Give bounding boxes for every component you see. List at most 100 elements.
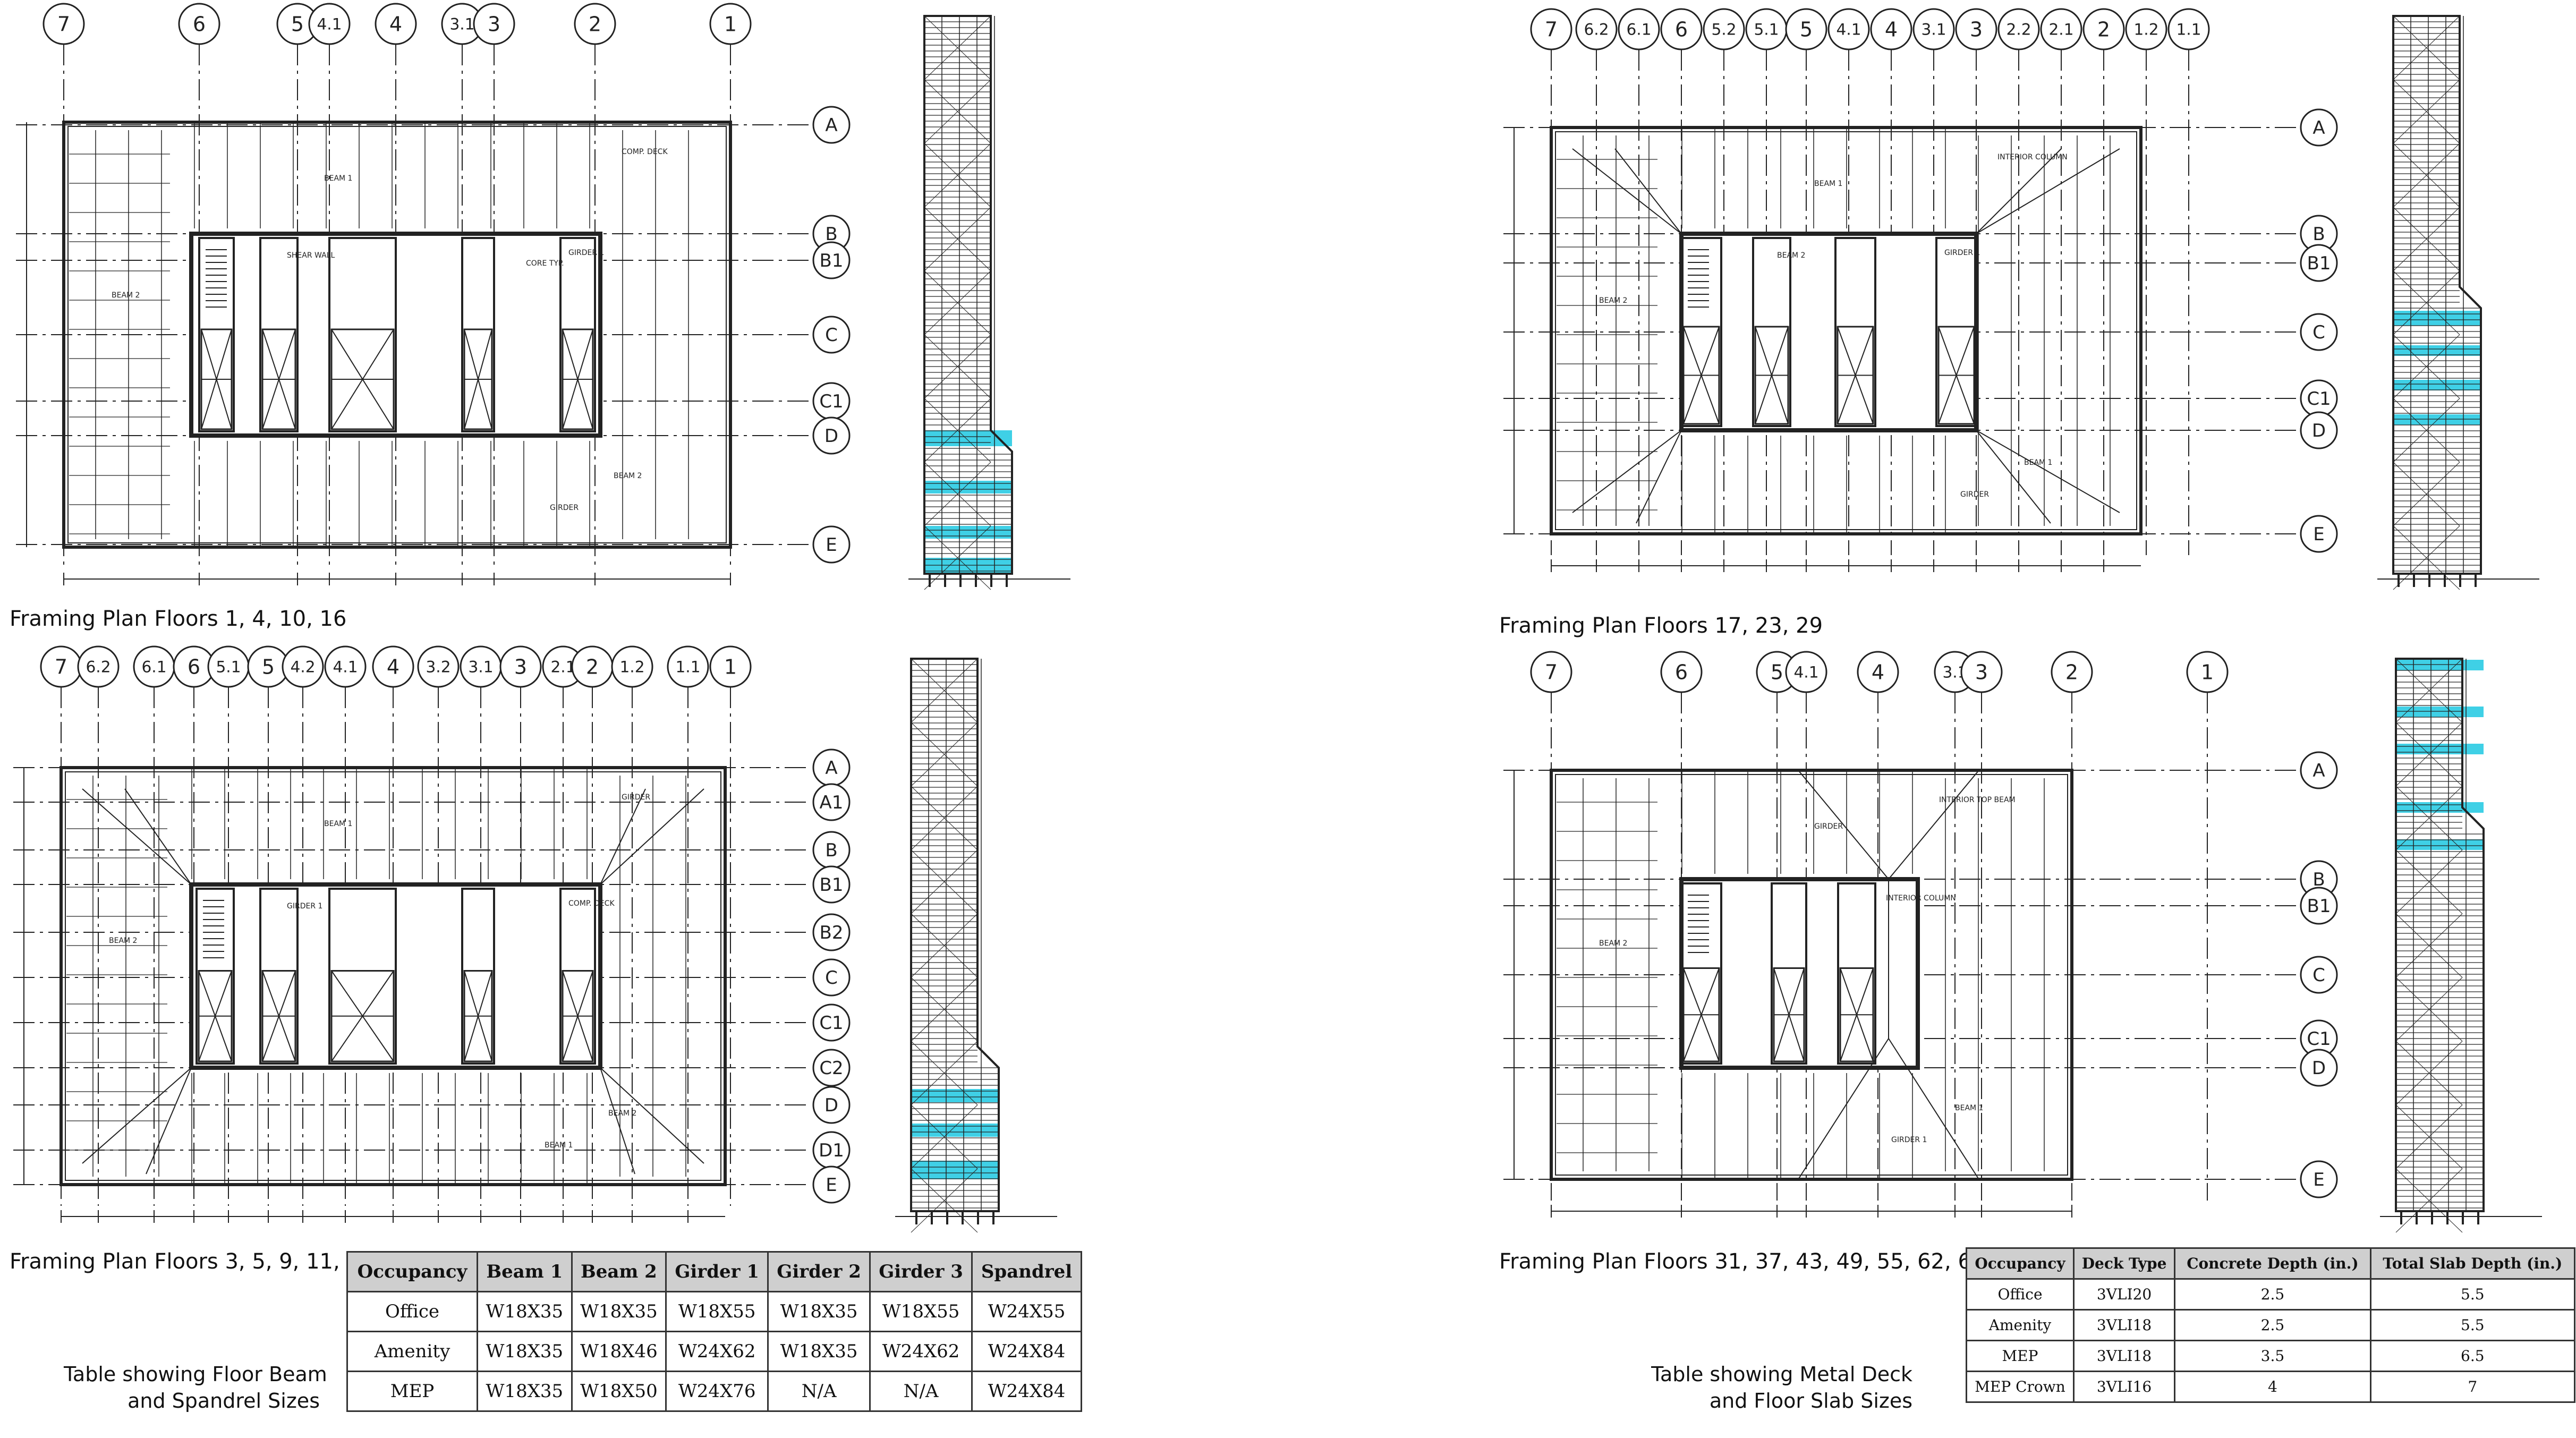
tower-brace [911, 786, 978, 850]
row-gridline-bubble [812, 106, 851, 144]
tower-brace [2393, 462, 2460, 526]
table2-cell: 3.5 [2174, 1340, 2371, 1372]
row-gridline-label: B2 [820, 922, 844, 943]
column-gridline-label: 5.1 [216, 658, 241, 676]
tower-elevation-4 [2380, 658, 2542, 1233]
column-gridline-label: 6.1 [1626, 20, 1651, 39]
table1-cell: W24X84 [971, 1331, 1082, 1372]
column-gridline-bubble [372, 645, 414, 688]
table1-header: Girder 3 [869, 1251, 973, 1292]
plan-caption-4: Framing Plan Floors 31, 37, 43, 49, 55, … [1499, 1249, 1985, 1274]
tower-brace [911, 849, 978, 914]
row-gridline-label: C [825, 325, 838, 346]
column-gridline-label: 6 [1675, 661, 1688, 684]
floor-slab-edge [67, 126, 727, 543]
plan-caption-1: Framing Plan Floors 1, 4, 10, 16 [10, 607, 347, 631]
floor-slab-edge [1555, 774, 2068, 1176]
beam-spandrel-size-table: Occupancy Beam 1 Beam 2 Girder 1 Girder … [346, 1251, 1082, 1412]
column-gridline-bubble [1575, 8, 1618, 50]
tower-brace [911, 1041, 978, 1105]
table1-header: Spandrel [971, 1251, 1082, 1292]
row-gridline-label: E [826, 1175, 837, 1196]
tower-brace [2395, 1041, 2463, 1105]
column-gridline-bubble [1530, 651, 1572, 693]
column-gridline-bubble [1912, 8, 1955, 50]
highlighted-floor-band [2393, 414, 2481, 425]
core-cell [1680, 237, 1722, 427]
column-gridline-label: 4 [389, 13, 402, 36]
table2-header: Deck Type [2072, 1247, 2176, 1280]
column-gridline-label: 6.1 [141, 658, 166, 676]
tower-brace [924, 143, 991, 208]
member-annotation: BEAM 1 [1955, 1104, 1983, 1112]
column-gridline-label: 2.2 [2006, 20, 2031, 39]
metal-deck-slab-table: Occupancy Deck Type Concrete Depth (in.)… [1966, 1247, 2576, 1403]
plan-caption-2: Framing Plan Floors 17, 23, 29 [1499, 614, 1823, 638]
tower-brace [2395, 1104, 2463, 1169]
tower-brace [2393, 143, 2460, 208]
row-gridline-bubble [812, 241, 851, 279]
row-gridline-bubble [812, 783, 851, 821]
row-gridline-label: B [2313, 869, 2325, 890]
tower-brace [924, 15, 991, 80]
table1-cell: W24X62 [869, 1331, 973, 1372]
table1-cell: W18X35 [767, 1331, 871, 1372]
member-annotation: COMP. DECK [622, 148, 668, 156]
outrigger-brace [1572, 148, 1682, 234]
member-annotation: SHEAR WALL [287, 251, 335, 260]
table2-cell: 5.5 [2369, 1278, 2576, 1311]
member-annotation: BEAM 1 [324, 174, 352, 183]
column-gridline-label: 5.2 [1711, 20, 1736, 39]
column-gridline-bubble [1618, 8, 1660, 50]
table2-caption-line1: Table showing Metal Deck [1651, 1363, 1912, 1386]
table1-cell: W24X62 [665, 1331, 769, 1372]
table1-cell: MEP [346, 1371, 479, 1412]
column-gridline-bubble [1703, 8, 1745, 50]
tower-brace [911, 913, 978, 978]
tower-brace [911, 722, 978, 787]
row-gridline-label: B [825, 224, 837, 245]
column-gridline-label: 4.1 [1793, 663, 1818, 682]
column-gridline-bubble [709, 645, 752, 688]
member-annotation: INTERIOR COLUMN [1886, 894, 1956, 903]
table1-header: Girder 1 [665, 1251, 769, 1292]
column-gridline-bubble [2082, 8, 2125, 50]
tower-brace [2393, 270, 2460, 335]
outrigger-brace [1636, 430, 1682, 524]
member-annotation: COMP. DECK [568, 899, 615, 908]
table-row: Amenity W18X35 W18X46 W24X62 W18X35 W24X… [346, 1331, 1082, 1372]
table2-cell: 3VLI16 [2072, 1371, 2176, 1403]
outrigger-brace [1976, 148, 2120, 234]
table1-cell: W18X55 [869, 1291, 973, 1332]
column-gridline-label: 1.1 [2176, 20, 2201, 39]
tower-brace [2395, 658, 2463, 723]
row-gridline-label: C2 [819, 1058, 843, 1079]
highlighted-floor-band [2396, 839, 2484, 850]
column-gridline-bubble [1955, 8, 1997, 50]
table1-cell: W24X84 [971, 1371, 1082, 1412]
row-gridline-bubble [812, 316, 851, 354]
table-row: Amenity 3VLI18 2.5 5.5 [1966, 1309, 2576, 1341]
member-annotation: BEAM 2 [1599, 296, 1627, 305]
column-gridline-label: 5 [262, 656, 275, 679]
column-gridline-bubble [375, 3, 417, 45]
row-gridline-bubble [812, 416, 851, 455]
column-gridline-bubble [709, 3, 752, 45]
tower-elevation-2 [2377, 15, 2539, 590]
column-gridline-label: 4.1 [1836, 20, 1861, 39]
outrigger-brace [82, 788, 192, 885]
core-cell [198, 237, 235, 432]
table2-caption: Table showing Metal Deck and Floor Slab … [1647, 1361, 1912, 1414]
row-gridline-label: B1 [820, 250, 844, 271]
table1-caption-line2: and Spandrel Sizes [127, 1389, 320, 1413]
column-gridline-label: 5.1 [1754, 20, 1779, 39]
member-annotation: GIRDER [1960, 490, 1989, 499]
column-gridline-bubble [1857, 651, 1899, 693]
tower-brace [924, 462, 991, 526]
column-gridline-label: 2.1 [2048, 20, 2073, 39]
column-gridline-label: 3.1 [449, 15, 474, 33]
tower-brace [924, 79, 991, 144]
